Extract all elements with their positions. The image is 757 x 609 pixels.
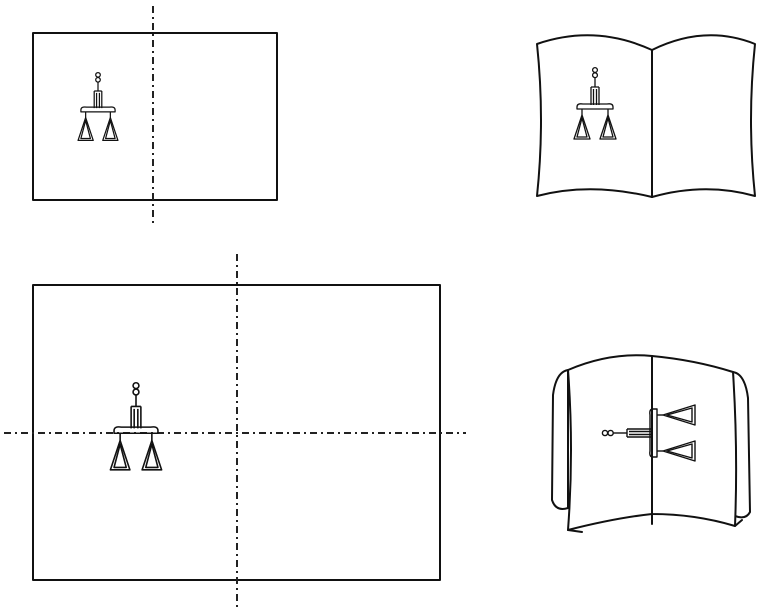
open-book-panel — [536, 34, 756, 198]
open-book-left-page — [536, 34, 653, 198]
folded-card-balance-scale-icon — [601, 404, 696, 462]
folded-card-base — [567, 513, 743, 533]
open-book-right-page — [651, 34, 756, 198]
small-sheet-outline — [32, 32, 278, 201]
small-sheet-panel — [32, 6, 278, 226]
small-sheet-balance-scale-icon — [77, 71, 119, 142]
large-sheet-panel — [4, 254, 466, 609]
folded-card-left-page — [567, 354, 653, 531]
folded-card-right-flap — [732, 371, 751, 519]
large-sheet-balance-scale-icon — [109, 381, 163, 471]
folded-card-panel — [551, 354, 751, 533]
folded-card-left-flap — [551, 369, 569, 510]
